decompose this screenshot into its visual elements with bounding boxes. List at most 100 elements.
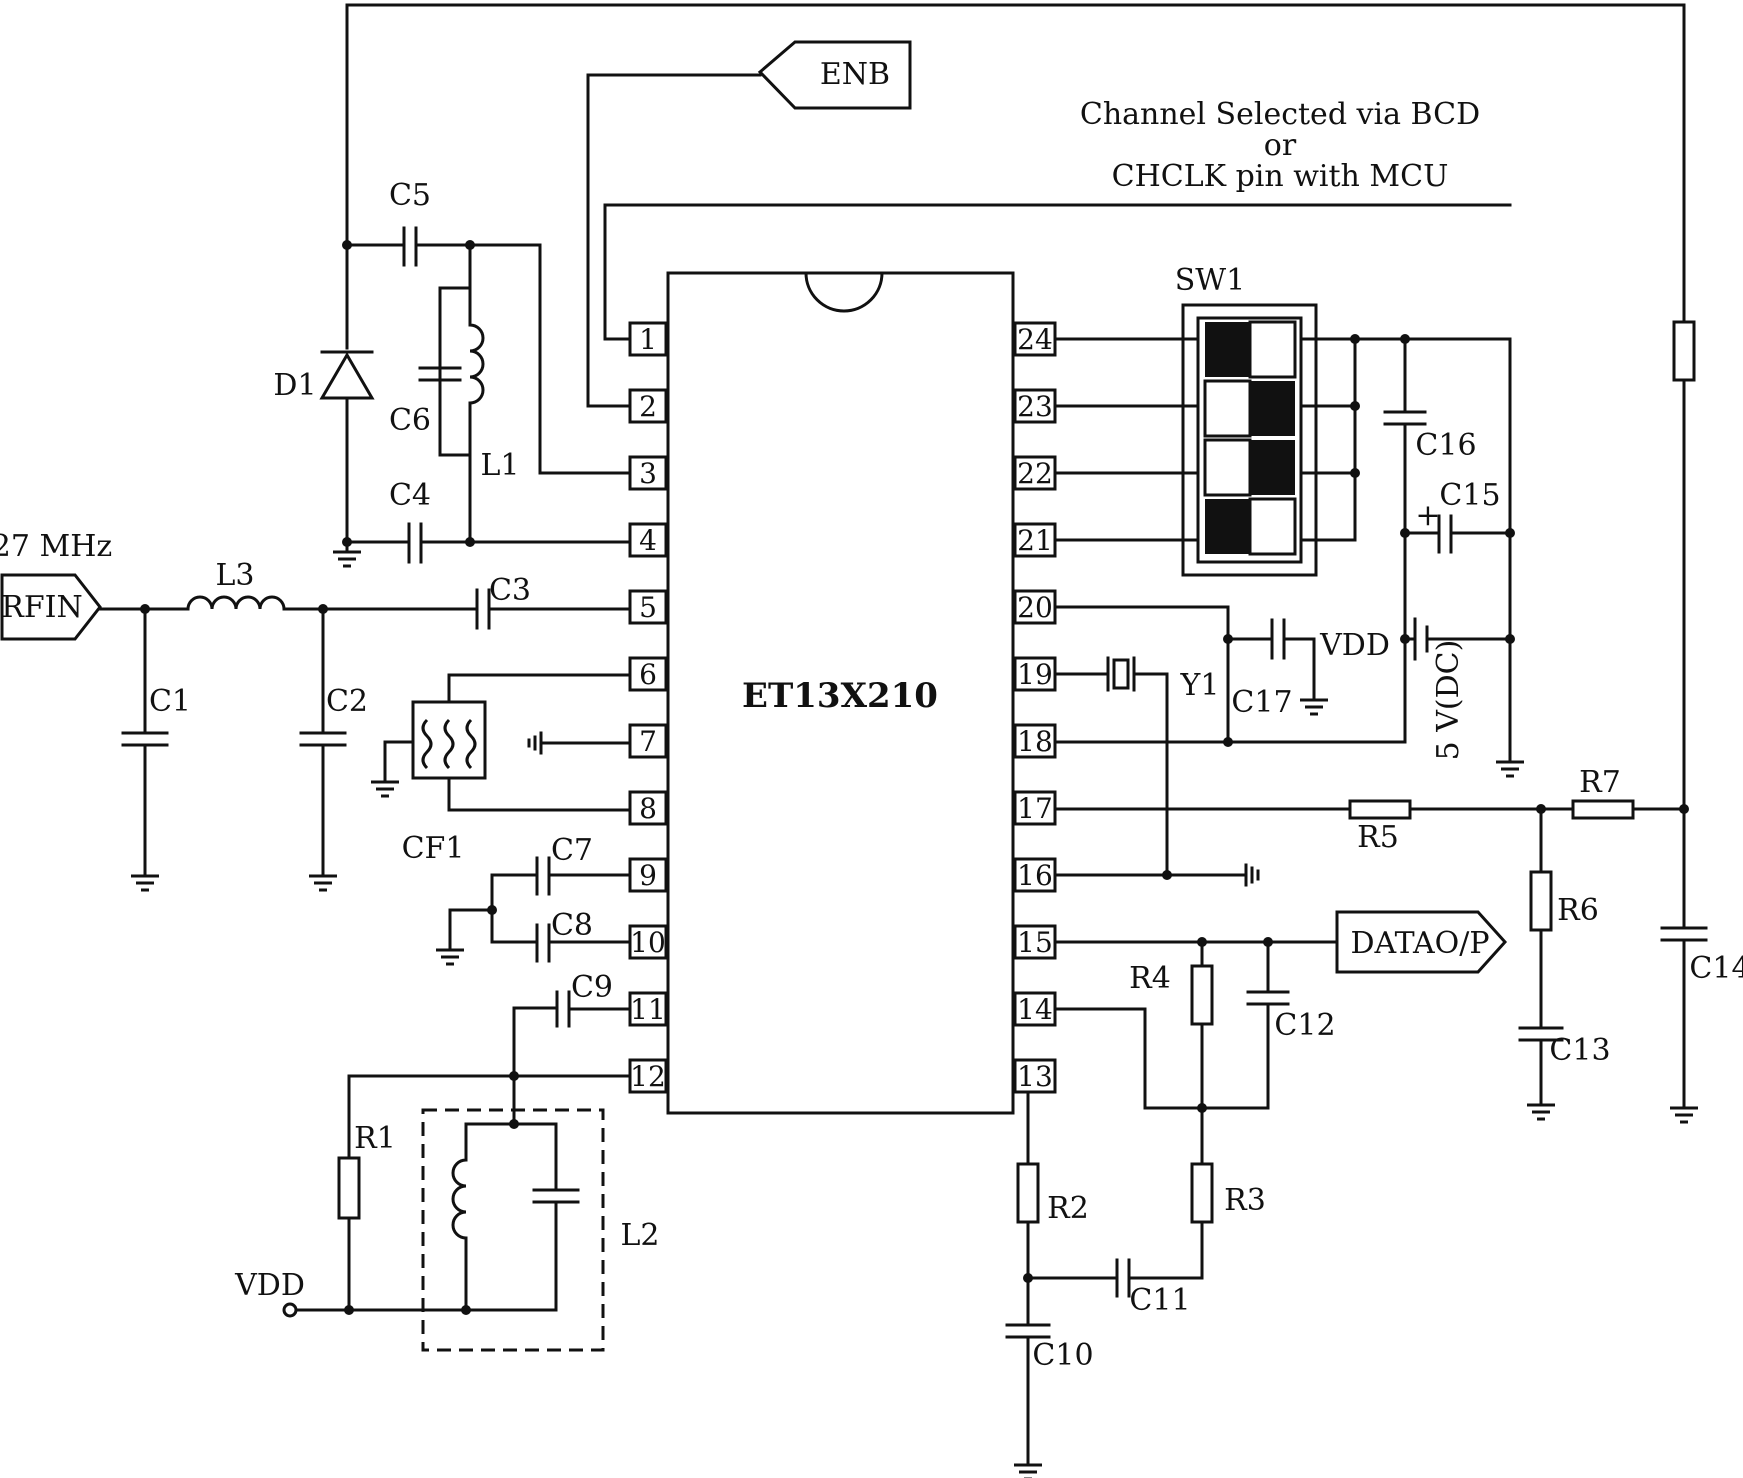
battery-5v: 5 V(DC) — [1403, 617, 1512, 760]
svg-text:C4: C4 — [389, 478, 431, 513]
c10-capacitor: C10 — [1005, 1323, 1094, 1457]
svg-text:L1: L1 — [480, 448, 519, 483]
svg-text:R5: R5 — [1357, 820, 1399, 855]
r3-resistor: R3 — [1130, 1162, 1266, 1280]
svg-text:RFIN: RFIN — [1, 590, 83, 625]
c13-capacitor: C13 — [1518, 1026, 1611, 1097]
svg-text:C6: C6 — [389, 403, 431, 438]
svg-text:C14: C14 — [1689, 951, 1743, 986]
svg-text:CHCLK pin with MCU: CHCLK pin with MCU — [1112, 159, 1449, 194]
pin-3: 3 — [639, 457, 657, 490]
svg-text:DATAO/P: DATAO/P — [1351, 926, 1490, 961]
r7-resistor: R7 — [1571, 765, 1686, 820]
pin-12: 12 — [630, 1060, 666, 1093]
pin-11: 11 — [630, 993, 666, 1026]
pin-6: 6 — [639, 658, 657, 691]
ic-et13x210: ET13X210 — [666, 271, 1015, 1115]
channel-note: Channel Selected via BCD or CHCLK pin wi… — [603, 97, 1512, 341]
r4-resistor: R4 — [1129, 940, 1214, 1166]
svg-text:C13: C13 — [1549, 1033, 1610, 1068]
svg-text:CF1: CF1 — [402, 831, 465, 866]
vdd-top-label: VDD — [1319, 628, 1390, 663]
svg-text:C8: C8 — [551, 908, 593, 943]
pin-24: 24 — [1017, 323, 1053, 356]
svg-text:D1: D1 — [273, 368, 316, 403]
c5-capacitor: C5 — [345, 178, 542, 267]
pin-15: 15 — [1017, 926, 1053, 959]
c3-capacitor: C3 — [475, 573, 632, 630]
pin-18: 18 — [1017, 725, 1053, 758]
c1-capacitor: C1 — [121, 607, 191, 868]
r-top-resistor — [1672, 320, 1696, 928]
l3-inductor: L3 — [186, 558, 286, 611]
c4-capacitor: C4 — [345, 478, 632, 564]
outer-loop-wire — [345, 3, 1686, 324]
pin-19: 19 — [1017, 658, 1053, 691]
svg-text:C9: C9 — [571, 970, 613, 1005]
c9-capacitor: C9 — [512, 970, 632, 1077]
svg-text:R3: R3 — [1224, 1183, 1266, 1218]
c2-capacitor: C2 — [299, 607, 368, 868]
sw1-switch: SW1 — [1175, 263, 1318, 577]
pin-17: 17 — [1017, 792, 1053, 825]
c7-capacitor: C7 — [490, 833, 632, 896]
pin-22: 22 — [1017, 457, 1053, 490]
pin-14: 14 — [1017, 993, 1053, 1026]
c11-capacitor: C11 — [1026, 1258, 1191, 1318]
r1-resistor: R1 — [337, 1074, 396, 1312]
svg-text:R2: R2 — [1047, 1191, 1089, 1226]
cf1-filter: CF1 — [383, 673, 632, 866]
pin16-ground — [1244, 863, 1260, 887]
pin-10: 10 — [630, 926, 666, 959]
pin7-ground — [527, 731, 632, 755]
svg-text:R1: R1 — [354, 1121, 396, 1156]
d1-diode: D1 — [273, 243, 375, 544]
pin-4: 4 — [639, 524, 657, 557]
svg-text:C5: C5 — [389, 178, 431, 213]
r5-resistor: R5 — [1053, 799, 1575, 855]
c15-capacitor: + C15 — [1403, 478, 1512, 554]
pin-20: 20 — [1017, 591, 1053, 624]
pin-1: 1 — [639, 323, 657, 356]
svg-text:or: or — [1264, 128, 1297, 163]
right-pins: 24 23 22 21 20 19 18 17 16 15 14 13 — [1013, 321, 1057, 1094]
svg-text:C2: C2 — [326, 684, 368, 719]
pin-8: 8 — [639, 792, 657, 825]
svg-text:+: + — [1415, 498, 1440, 533]
dataout-port: DATAO/P — [1335, 910, 1508, 974]
svg-text:C3: C3 — [489, 573, 531, 608]
svg-text:L2: L2 — [620, 1218, 659, 1253]
c12-capacitor: C12 — [1200, 940, 1336, 1110]
svg-text:27 MHz: 27 MHz — [0, 529, 112, 564]
left-pins: 1 2 3 4 5 6 7 8 9 10 11 12 — [628, 321, 668, 1094]
svg-text:ENB: ENB — [820, 57, 890, 92]
svg-text:C10: C10 — [1032, 1338, 1093, 1373]
svg-text:R4: R4 — [1129, 961, 1171, 996]
r2-resistor: R2 — [1016, 1090, 1089, 1325]
svg-text:C17: C17 — [1231, 685, 1292, 720]
c14-capacitor: C14 — [1660, 926, 1743, 1100]
pin-13: 13 — [1017, 1060, 1053, 1093]
vdd-bottom-port: VDD — [234, 1268, 468, 1318]
enb-port: ENB — [586, 40, 912, 408]
svg-text:C11: C11 — [1129, 1283, 1190, 1318]
svg-text:SW1: SW1 — [1175, 263, 1245, 298]
pin-7: 7 — [639, 725, 657, 758]
svg-text:VDD: VDD — [234, 1268, 305, 1303]
l2-tank: L2 — [421, 1108, 660, 1352]
pin-9: 9 — [639, 859, 657, 892]
svg-text:R7: R7 — [1579, 765, 1621, 800]
pin-23: 23 — [1017, 390, 1053, 423]
svg-text:Y1: Y1 — [1180, 668, 1220, 703]
svg-text:C15: C15 — [1439, 478, 1500, 513]
svg-text:L3: L3 — [215, 558, 254, 593]
c16-capacitor: C16 — [1383, 337, 1477, 744]
rfin-port: RFIN 27 MHz — [0, 529, 112, 641]
svg-text:C12: C12 — [1274, 1008, 1335, 1043]
c17-capacitor: C17 — [1226, 618, 1316, 720]
ic-name: ET13X210 — [742, 676, 938, 716]
r6-resistor: R6 — [1529, 807, 1599, 1028]
pin-2: 2 — [639, 390, 657, 423]
svg-text:R6: R6 — [1557, 893, 1599, 928]
